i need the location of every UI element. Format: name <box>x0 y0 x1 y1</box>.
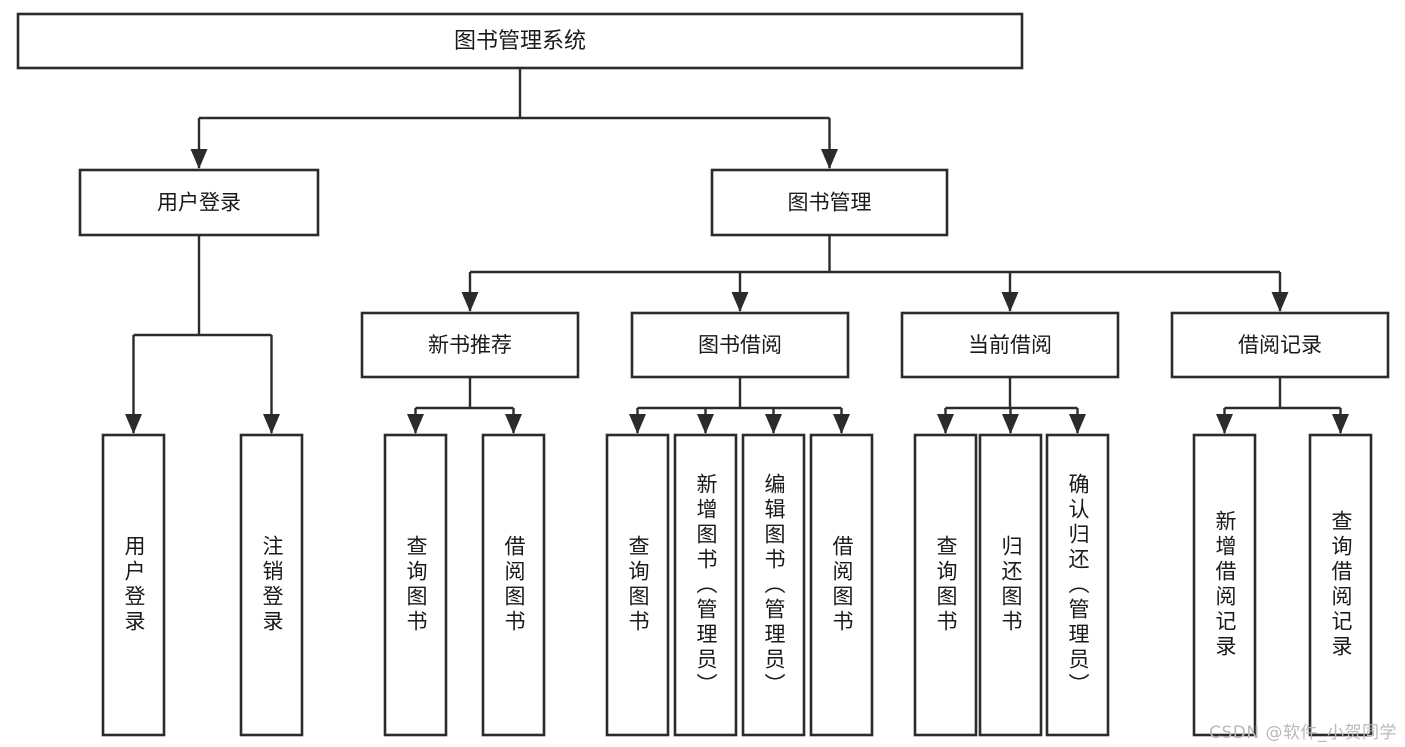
book-borrow-to-leaves-arrow-2 <box>765 414 782 434</box>
book-borrow-to-leaves-arrow-0 <box>629 414 646 434</box>
current-borrow-to-leaves-arrow-2 <box>1069 414 1086 434</box>
node-box-borrow-record[interactable] <box>1170 311 1390 379</box>
book-borrow-to-leaves-arrow-1 <box>697 414 714 434</box>
node-box-leaf-query-book-3[interactable] <box>913 433 978 737</box>
watermark-text: CSDN @软件_小贺同学 <box>1209 723 1397 743</box>
new-book-recommend-to-leaves-arrow-0 <box>407 414 424 434</box>
node-box-leaf-edit-book-admin[interactable] <box>741 433 806 737</box>
node-box-layer <box>16 12 1390 737</box>
node-box-leaf-add-borrow-record[interactable] <box>1192 433 1257 737</box>
root-to-level2-arrow-0 <box>190 149 208 169</box>
node-label-borrow-record: 借阅记录 <box>1238 333 1322 357</box>
node-box-leaf-user-login[interactable] <box>101 433 166 737</box>
node-label-new-book-recommend: 新书推荐 <box>428 333 512 357</box>
node-box-leaf-query-borrow-record[interactable] <box>1308 433 1373 737</box>
node-box-user-login[interactable] <box>78 168 320 237</box>
current-borrow-to-leaves-arrow-0 <box>937 414 954 434</box>
new-book-recommend-to-leaves-arrow-1 <box>505 414 522 434</box>
borrow-record-to-leaves-arrow-1 <box>1332 414 1349 434</box>
node-label-root: 图书管理系统 <box>454 29 586 54</box>
book-manage-to-level3-arrow-2 <box>1001 292 1019 312</box>
node-box-current-borrow[interactable] <box>900 311 1120 379</box>
node-label-user-login: 用户登录 <box>157 191 241 215</box>
node-box-leaf-query-book-2[interactable] <box>605 433 670 737</box>
connector-layer <box>125 68 1349 434</box>
node-box-book-manage[interactable] <box>710 168 949 237</box>
book-manage-to-level3-arrow-1 <box>731 292 749 312</box>
book-borrow-to-leaves-arrow-3 <box>833 414 850 434</box>
user-login-to-leaves-arrow-1 <box>263 414 280 434</box>
node-box-leaf-borrow-book-2[interactable] <box>809 433 874 737</box>
node-box-leaf-user-logout[interactable] <box>239 433 304 737</box>
node-box-leaf-borrow-book-1[interactable] <box>481 433 546 737</box>
node-label-book-manage: 图书管理 <box>788 191 872 215</box>
borrow-record-to-leaves-arrow-0 <box>1216 414 1233 434</box>
book-manage-to-level3-arrow-0 <box>461 292 479 312</box>
node-box-leaf-add-book-admin[interactable] <box>673 433 738 737</box>
book-manage-to-level3-arrow-3 <box>1271 292 1289 312</box>
node-box-leaf-confirm-return-admin[interactable] <box>1045 433 1110 737</box>
node-box-leaf-query-book-1[interactable] <box>383 433 448 737</box>
current-borrow-to-leaves-arrow-1 <box>1002 414 1019 434</box>
node-box-book-borrow[interactable] <box>630 311 850 379</box>
root-to-level2-arrow-1 <box>821 149 838 169</box>
node-label-current-borrow: 当前借阅 <box>968 333 1052 357</box>
user-login-to-leaves-arrow-0 <box>125 414 142 434</box>
node-box-root[interactable] <box>16 12 1024 70</box>
node-box-new-book-recommend[interactable] <box>360 311 580 379</box>
node-box-leaf-return-book[interactable] <box>978 433 1043 737</box>
node-label-book-borrow: 图书借阅 <box>698 333 782 357</box>
